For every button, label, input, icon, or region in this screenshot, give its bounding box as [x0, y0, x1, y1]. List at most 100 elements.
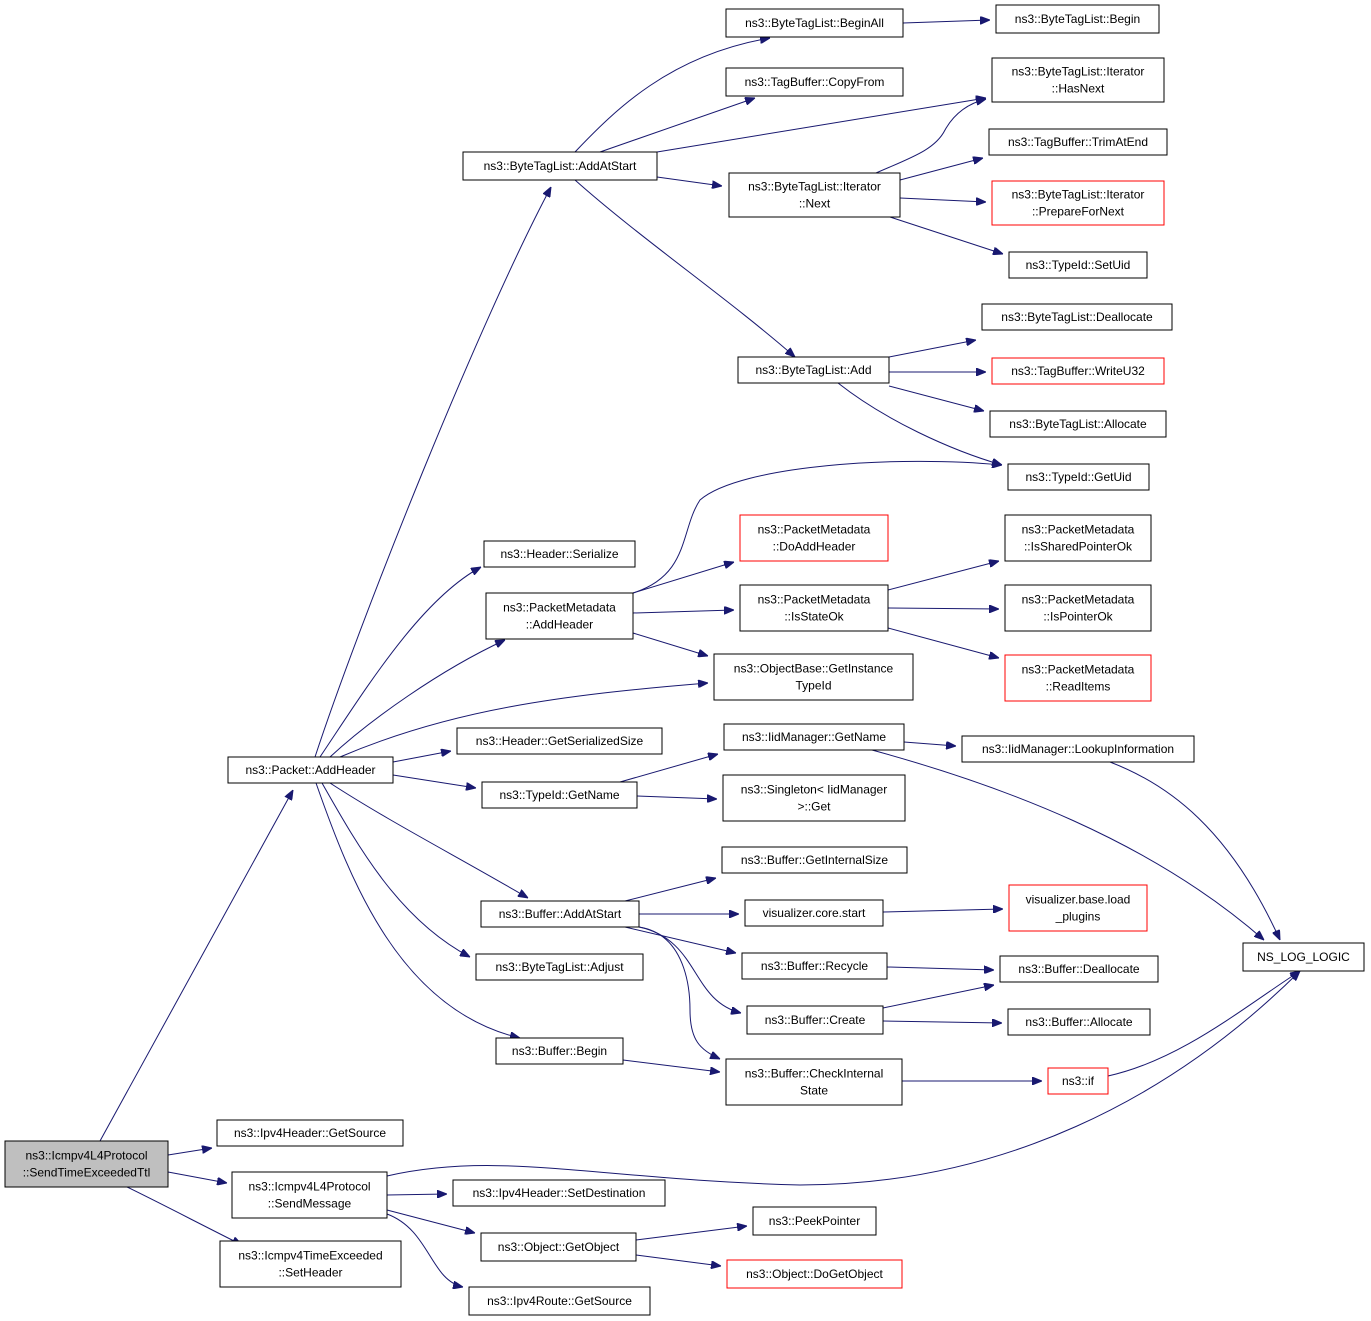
- node-obj-dogetobject[interactable]: ns3::Object::DoGetObject: [726, 1259, 903, 1289]
- node-box: [475, 953, 644, 981]
- call-edge-26: [837, 382, 1002, 465]
- node-label-line: ns3::ByteTagList::Adjust: [495, 960, 624, 974]
- node-obj-getobject[interactable]: ns3::Object::GetObject: [480, 1232, 637, 1262]
- call-edge: [887, 627, 999, 658]
- node-buffer-getinternalsize[interactable]: ns3::Buffer::GetInternalSize: [721, 846, 908, 874]
- node-pkt-addheader[interactable]: ns3::Packet::AddHeader: [227, 756, 394, 784]
- node-label-line: ns3::Singleton< IidManager: [741, 783, 887, 797]
- call-edge: [167, 1148, 212, 1156]
- node-pm-ispointerok[interactable]: ns3::PacketMetadata::IsPointerOk: [1004, 584, 1152, 632]
- call-edge: [574, 38, 770, 153]
- node-buffer-addatstart[interactable]: ns3::Buffer::AddAtStart: [480, 900, 640, 928]
- node-box: [989, 410, 1167, 438]
- call-edge: [889, 216, 1003, 254]
- call-edge: [903, 742, 956, 746]
- call-edge: [656, 176, 722, 186]
- node-vis-core-start[interactable]: visualizer.core.start: [744, 899, 884, 927]
- node-peekpointer[interactable]: ns3::PeekPointer: [752, 1206, 877, 1236]
- node-box: [739, 514, 889, 562]
- node-icmp-sendmessage[interactable]: ns3::Icmpv4L4Protocol::SendMessage: [231, 1171, 388, 1219]
- node-box: [991, 57, 1165, 103]
- node-box: [216, 1119, 404, 1147]
- node-ipv4h-getsource[interactable]: ns3::Ipv4Header::GetSource: [216, 1119, 404, 1147]
- node-icmp-te-setheader[interactable]: ns3::Icmpv4TimeExceeded::SetHeader: [219, 1240, 402, 1288]
- node-label-line: ns3::PacketMetadata: [758, 523, 871, 537]
- node-label-line: ns3::TagBuffer::CopyFrom: [745, 75, 885, 89]
- node-iidm-getname[interactable]: ns3::IidManager::GetName: [723, 723, 905, 751]
- node-tb-trimatend[interactable]: ns3::TagBuffer::TrimAtEnd: [988, 128, 1168, 156]
- call-edge-1: [167, 1148, 212, 1156]
- node-buffer-allocate[interactable]: ns3::Buffer::Allocate: [1007, 1008, 1151, 1036]
- call-edge: [882, 909, 1003, 912]
- node-label-line: ::PrepareForNext: [1032, 205, 1125, 219]
- node-btli-hasnext[interactable]: ns3::ByteTagList::Iterator::HasNext: [991, 57, 1165, 103]
- node-label-line: ns3::Packet::AddHeader: [245, 763, 375, 777]
- node-box: [713, 653, 914, 701]
- node-typeid-setuid[interactable]: ns3::TypeId::SetUid: [1008, 251, 1148, 279]
- node-typeid-getname[interactable]: ns3::TypeId::GetName: [481, 781, 638, 809]
- node-box: [1007, 1008, 1151, 1036]
- node-label-line: ns3::PacketMetadata: [758, 593, 871, 607]
- node-pm-readitems[interactable]: ns3::PacketMetadata::ReadItems: [1004, 654, 1152, 702]
- node-typeid-getuid[interactable]: ns3::TypeId::GetUid: [1007, 463, 1150, 491]
- call-edge-21: [899, 197, 986, 202]
- node-label-line: ns3::ByteTagList::Begin: [1015, 12, 1140, 26]
- call-edge: [632, 632, 708, 656]
- call-edge: [887, 608, 999, 609]
- node-buffer-recycle[interactable]: ns3::Buffer::Recycle: [741, 952, 888, 980]
- call-edge: [638, 926, 720, 1059]
- call-edge: [632, 562, 734, 594]
- call-edge: [875, 99, 986, 174]
- node-iidm-lookupinformation[interactable]: ns3::IidManager::LookupInformation: [961, 735, 1195, 763]
- call-edge: [386, 971, 1300, 1186]
- node-btl-addatstart[interactable]: ns3::ByteTagList::AddAtStart: [462, 151, 658, 181]
- call-edge-36: [903, 742, 956, 746]
- call-edge: [315, 782, 520, 1038]
- call-edge-6: [329, 640, 505, 758]
- node-box: [722, 774, 906, 822]
- node-buffer-deallocate[interactable]: ns3::Buffer::Deallocate: [999, 955, 1159, 983]
- node-label-line: ns3::Buffer::Begin: [512, 1044, 607, 1058]
- node-btl-allocate[interactable]: ns3::ByteTagList::Allocate: [989, 410, 1167, 438]
- node-label-line: ns3::TagBuffer::TrimAtEnd: [1008, 135, 1148, 149]
- node-btl-beginall[interactable]: ns3::ByteTagList::BeginAll: [725, 8, 904, 38]
- call-edge-33: [887, 627, 999, 658]
- call-edge-48: [882, 1021, 1002, 1023]
- node-ns-log-logic[interactable]: NS_LOG_LOGIC: [1242, 942, 1365, 972]
- node-btl-begin[interactable]: ns3::ByteTagList::Begin: [995, 4, 1160, 34]
- node-pm-doaddheader[interactable]: ns3::PacketMetadata::DoAddHeader: [739, 514, 889, 562]
- node-box: [452, 1179, 666, 1207]
- node-btl-add[interactable]: ns3::ByteTagList::Add: [737, 356, 890, 384]
- node-box: [991, 357, 1165, 385]
- node-label-line: ns3::TagBuffer::WriteU32: [1011, 364, 1145, 378]
- node-pm-isstateok[interactable]: ns3::PacketMetadata::IsStateOk: [739, 584, 889, 632]
- node-ipv4route-getsource[interactable]: ns3::Ipv4Route::GetSource: [468, 1286, 651, 1316]
- call-edge-19: [875, 99, 986, 174]
- node-label-line: ::IsStateOk: [784, 610, 844, 624]
- node-box: [456, 727, 663, 755]
- node-label-line: ns3::Header::Serialize: [500, 547, 618, 561]
- call-edge-39: [624, 878, 716, 902]
- node-ipv4h-setdestination[interactable]: ns3::Ipv4Header::SetDestination: [452, 1179, 666, 1207]
- node-buffer-begin[interactable]: ns3::Buffer::Begin: [495, 1037, 624, 1065]
- node-ns3-if[interactable]: ns3::if: [1047, 1067, 1109, 1095]
- node-btl-deallocate[interactable]: ns3::ByteTagList::Deallocate: [981, 303, 1173, 331]
- node-vis-base-loadplugins[interactable]: visualizer.base.load_plugins: [1008, 884, 1148, 932]
- node-label-line: ::SetHeader: [278, 1266, 342, 1280]
- node-tb-writeu32[interactable]: ns3::TagBuffer::WriteU32: [991, 357, 1165, 385]
- node-header-getserializedsize[interactable]: ns3::Header::GetSerializedSize: [456, 727, 663, 755]
- node-singleton-get[interactable]: ns3::Singleton< IidManager>::Get: [722, 774, 906, 822]
- node-header-serialize[interactable]: ns3::Header::Serialize: [483, 540, 636, 568]
- node-btli-preparefornext[interactable]: ns3::ByteTagList::Iterator::PrepareForNe…: [991, 180, 1165, 226]
- node-tb-copyfrom[interactable]: ns3::TagBuffer::CopyFrom: [725, 67, 904, 97]
- node-btli-next[interactable]: ns3::ByteTagList::Iterator::Next: [728, 172, 901, 218]
- node-box: [1004, 654, 1152, 702]
- node-box: [991, 180, 1165, 226]
- node-root[interactable]: ns3::Icmpv4L4Protocol::SendTimeExceededT…: [4, 1140, 169, 1188]
- node-buffer-create[interactable]: ns3::Buffer::Create: [746, 1005, 884, 1035]
- node-btl-adjust[interactable]: ns3::ByteTagList::Adjust: [475, 953, 644, 981]
- node-pm-issharedpointerok[interactable]: ns3::PacketMetadata::IsSharedPointerOk: [1004, 514, 1152, 562]
- node-pm-addheader[interactable]: ns3::PacketMetadata::AddHeader: [485, 592, 634, 640]
